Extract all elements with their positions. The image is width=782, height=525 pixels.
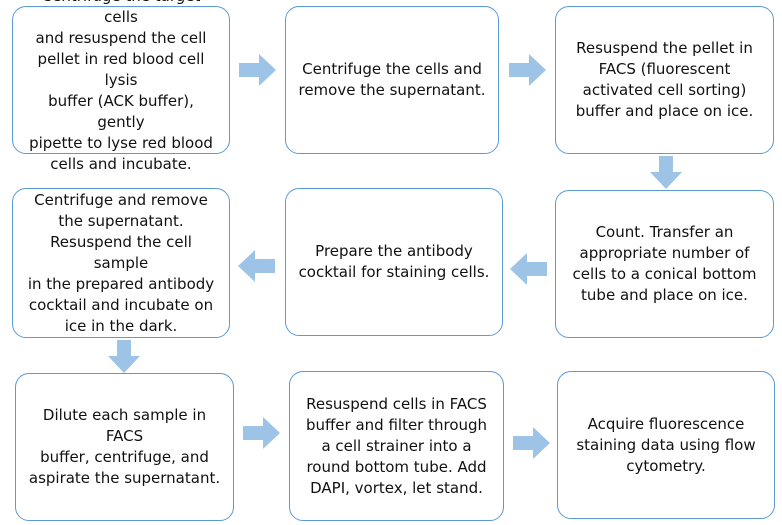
step-3-box: Resuspend the pellet in FACS (fluorescen… (555, 6, 774, 154)
step-5-text: Prepare the antibody cocktail for staini… (298, 242, 490, 281)
step-4-box: Count. Transfer an appropriate number of… (555, 190, 774, 338)
step-6-box: Centrifuge and remove the supernatant. R… (12, 188, 230, 338)
step-7-box: Dilute each sample in FACS buffer, centr… (15, 373, 234, 521)
step-7-text: Dilute each sample in FACS buffer, centr… (28, 406, 221, 487)
step-5-box: Prepare the antibody cocktail for staini… (285, 188, 503, 336)
arrow-right-icon (509, 54, 546, 86)
step-3-text: Resuspend the pellet in FACS (fluorescen… (575, 39, 754, 120)
step-2-text: Centrifuge the cells and remove the supe… (298, 60, 486, 99)
arrow-down-icon (108, 340, 140, 373)
step-8-text: Resuspend cells in FACS buffer and filte… (305, 394, 488, 497)
step-1-box: Centrifuge the target cells and resuspen… (12, 0, 230, 173)
step-9-box: Acquire fluorescence staining data using… (557, 371, 775, 519)
step-8-box: Resuspend cells in FACS buffer and filte… (289, 371, 504, 521)
step-6-text: Centrifuge and remove the supernatant. R… (27, 190, 215, 335)
arrow-right-icon (239, 54, 276, 86)
arrow-right-icon (513, 427, 550, 459)
step-4-text: Count. Transfer an appropriate number of… (572, 223, 757, 304)
arrow-right-icon (243, 417, 280, 449)
step-1-text: Centrifuge the target cells and resuspen… (29, 0, 213, 173)
step-9-text: Acquire fluorescence staining data using… (576, 414, 756, 475)
arrow-left-icon (238, 250, 275, 282)
step-2-box: Centrifuge the cells and remove the supe… (285, 6, 499, 154)
arrow-down-icon (650, 156, 682, 189)
arrow-left-icon (510, 253, 547, 285)
